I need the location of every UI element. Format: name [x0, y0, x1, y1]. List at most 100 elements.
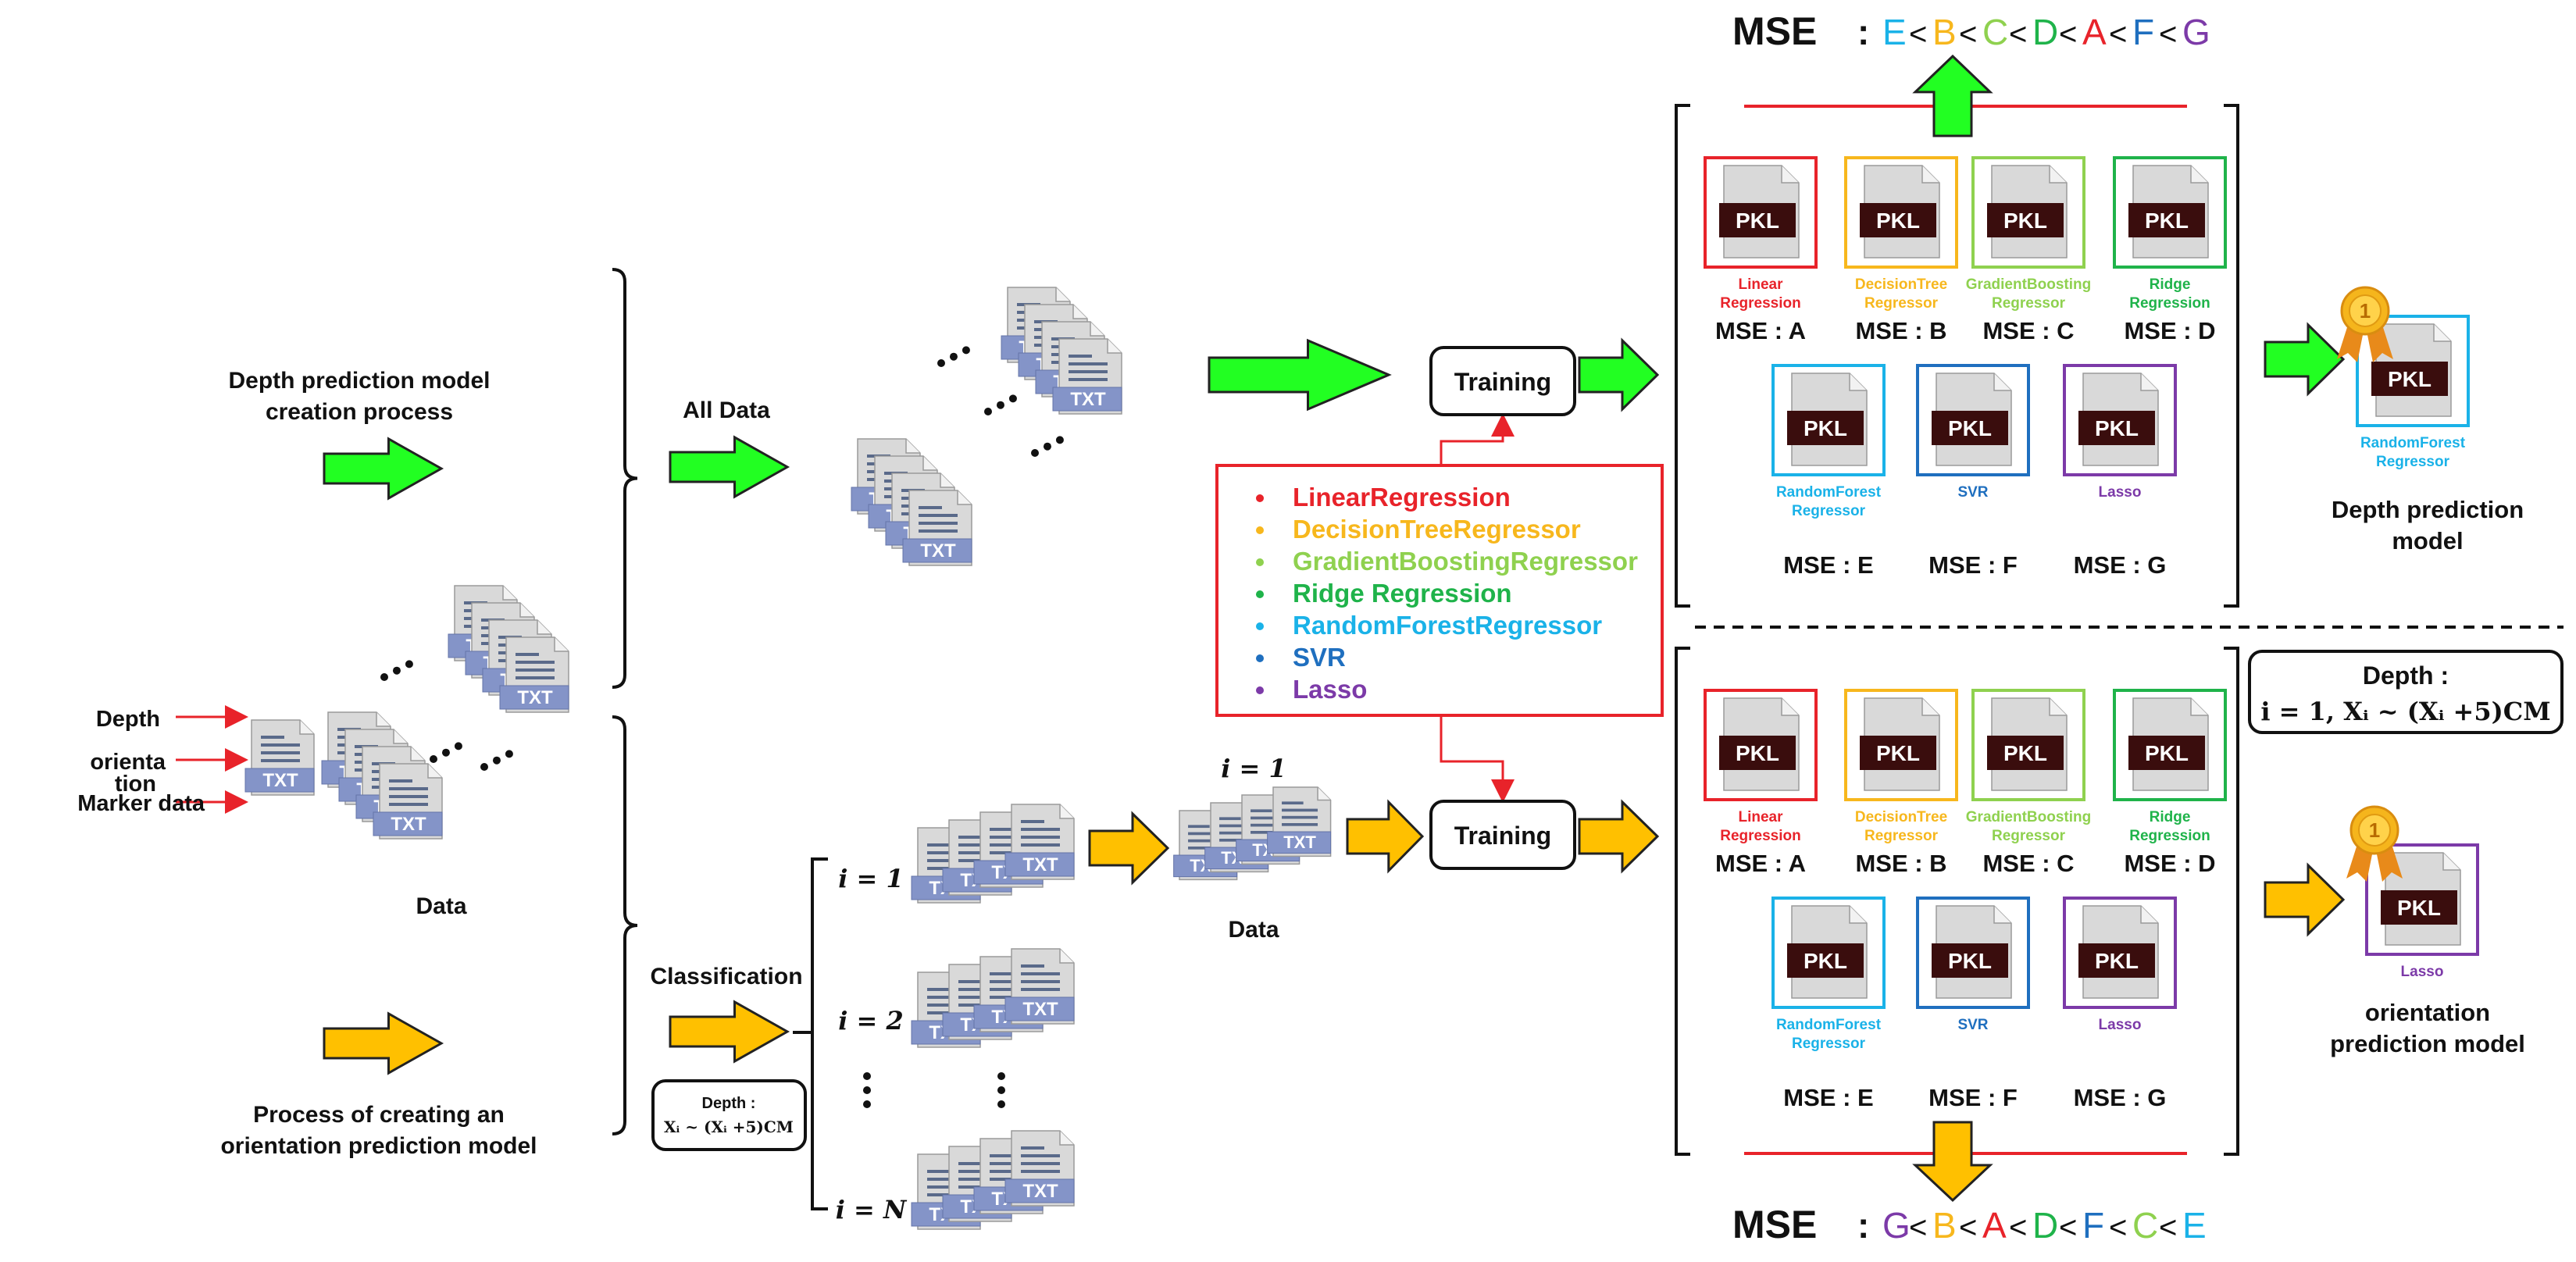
- algorithm-to-training-arrow: [1440, 413, 1515, 465]
- mse-rank-letter: D: [2032, 12, 2058, 52]
- models-bracket-top-right: [2224, 104, 2239, 608]
- pkl-label: PKL: [2003, 209, 2047, 233]
- ellipsis-dot: [1008, 394, 1017, 403]
- bullet: [1256, 622, 1264, 630]
- mse-rank-letter: C: [1982, 12, 2008, 52]
- mse-rank-letter: C: [2132, 1205, 2158, 1246]
- mse-rank-separator: <: [1909, 17, 1927, 52]
- algorithm-item: Lasso: [1293, 675, 1367, 704]
- txt-label: TXT: [920, 540, 956, 561]
- mse-value: MSE : A: [1715, 317, 1806, 344]
- mse-rank-separator: <: [1909, 1210, 1927, 1245]
- medal-icon: 1: [2337, 286, 2393, 362]
- txt-label: TXT: [1070, 389, 1106, 410]
- model-name: Regressor: [1792, 1036, 1866, 1052]
- model-name: Regression: [2129, 828, 2210, 844]
- algorithm-list-box: [1215, 464, 1664, 717]
- pkl-band: [1932, 411, 2008, 445]
- training-label: Training: [1454, 822, 1551, 850]
- model-name: Regression: [1720, 828, 1800, 844]
- models-bracket-top-left: [1675, 104, 1690, 608]
- pkl-label: PKL: [2095, 416, 2139, 440]
- mse-value: MSE : C: [1982, 850, 2074, 877]
- pkl-label: PKL: [2397, 896, 2441, 920]
- data-label: Data: [1228, 917, 1279, 943]
- ellipsis-dot: [480, 763, 488, 771]
- mse-rank-letter: A: [2082, 12, 2107, 52]
- input-label-orientation: orienta: [90, 750, 166, 775]
- mse-rank-letter: G: [2182, 12, 2210, 52]
- ellipsis-dot: [380, 673, 388, 681]
- brace-top: [612, 268, 638, 689]
- txt-file-icon: TXT: [1052, 338, 1122, 415]
- ellipsis-dot: [1043, 442, 1051, 451]
- mse-rank-separator: <: [2159, 1210, 2177, 1245]
- ellipsis-dot: [863, 1072, 871, 1080]
- mse-rank-separator: <: [2059, 17, 2077, 52]
- input-label-marker: Marker data: [77, 791, 205, 816]
- pkl-band: [1787, 411, 1864, 445]
- mse-value: MSE : B: [1855, 850, 1946, 877]
- orientation-model-caption: prediction model: [2330, 1030, 2525, 1057]
- data-label: Data: [416, 893, 466, 919]
- condition-small-formula: Xᵢ ~ (Xᵢ +5)CM: [664, 1118, 794, 1136]
- ellipsis-dot: [997, 1086, 1005, 1094]
- pkl-band: [1719, 203, 1796, 237]
- pkl-band: [2128, 203, 2205, 237]
- bottom-process-label: orientation prediction model: [220, 1133, 537, 1159]
- pkl-label: PKL: [2145, 741, 2189, 765]
- mse-label: MSE: [1732, 1203, 1817, 1246]
- algorithm-item: Ridge Regression: [1293, 579, 1512, 608]
- classification-label: Classification: [650, 964, 802, 989]
- model-name: Regression: [2129, 295, 2210, 312]
- mse-rank-separator: <: [2009, 1210, 2027, 1245]
- txt-file-icon: TXT: [1004, 948, 1075, 1025]
- mse-value: MSE : F: [1928, 1084, 2018, 1111]
- mse-rank-separator: <: [2109, 1210, 2127, 1245]
- green-arrow: [669, 435, 790, 499]
- model-name: Regressor: [1864, 828, 1939, 844]
- model-name: Ridge: [2150, 276, 2191, 293]
- ellipsis-dot: [430, 755, 437, 763]
- mse-rank-letter: F: [2132, 12, 2154, 52]
- mse-rank-separator: <: [2009, 17, 2027, 52]
- model-name: DecisionTree: [1855, 276, 1947, 293]
- pkl-label: PKL: [1804, 949, 1847, 973]
- i-label: i = 2: [838, 1006, 904, 1036]
- depth-model-caption: model: [2392, 527, 2463, 554]
- mse-rank-letter: B: [1932, 1205, 1957, 1246]
- medal-number: 1: [2369, 818, 2380, 842]
- yellow-arrow: [323, 1011, 444, 1075]
- txt-file-icon: TXT: [1004, 804, 1075, 880]
- pkl-label: PKL: [1876, 741, 1920, 765]
- pkl-band: [1860, 203, 1936, 237]
- bullet: [1256, 526, 1264, 534]
- model-name: SVR: [1957, 1017, 1988, 1033]
- pkl-band: [1719, 736, 1796, 770]
- ellipsis-dot: [962, 346, 970, 355]
- models-bracket-bottom-left: [1675, 647, 1690, 1156]
- pkl-band: [1932, 943, 2008, 978]
- pkl-band: [1987, 736, 2064, 770]
- pkl-label: PKL: [2003, 741, 2047, 765]
- yellow-arrow-down: [1912, 1121, 1993, 1203]
- algorithm-item: DecisionTreeRegressor: [1293, 515, 1581, 544]
- algorithm-item: GradientBoostingRegressor: [1293, 547, 1638, 576]
- condition-title: Depth :: [2363, 661, 2449, 690]
- algorithm-item: SVR: [1293, 643, 1346, 672]
- top-process-label: creation process: [266, 399, 453, 425]
- mse-rank-separator: <: [2159, 17, 2177, 52]
- pkl-band: [1860, 736, 1936, 770]
- yellow-arrow: [669, 1000, 790, 1064]
- mse-value: MSE : E: [1783, 1084, 1873, 1111]
- ellipsis-dot: [984, 408, 992, 415]
- bullet: [1256, 686, 1264, 694]
